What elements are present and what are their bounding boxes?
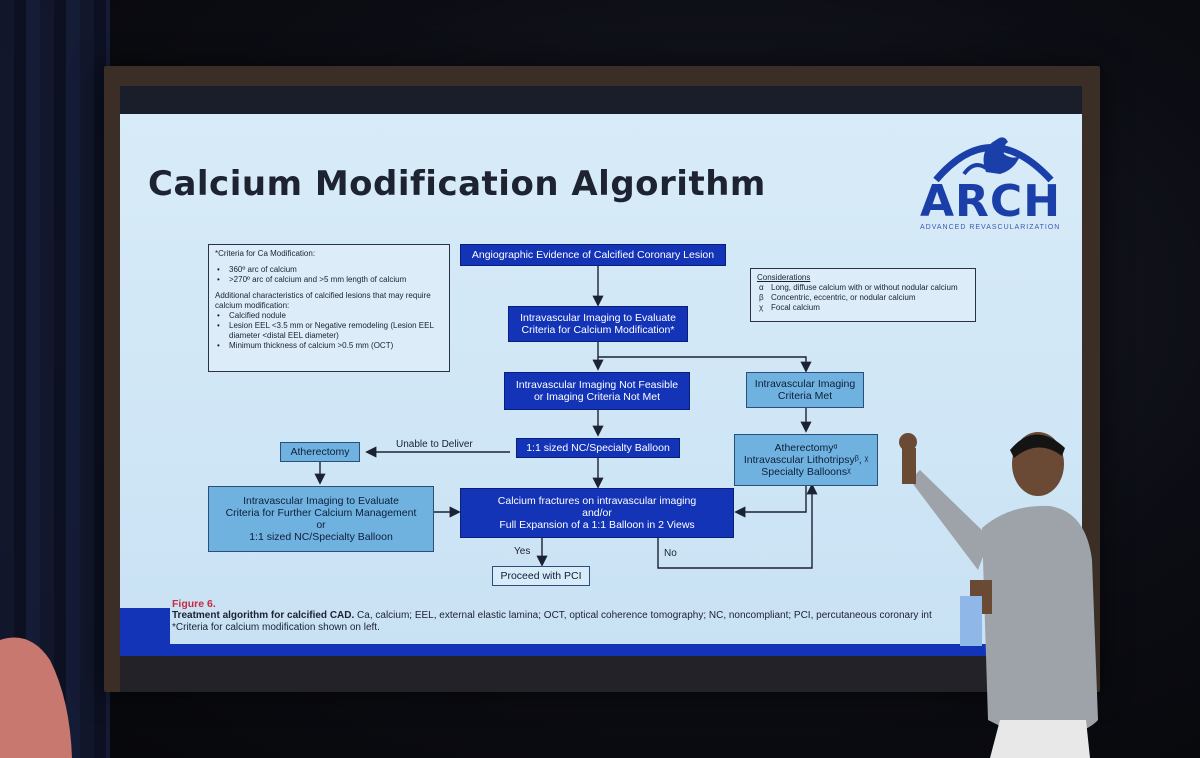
curtain <box>0 0 110 758</box>
further-management-box: Intravascular Imaging to Evaluate Criter… <box>208 486 434 552</box>
projected-slide: Calcium Modification Algorithm ARCH ADVA… <box>120 114 1082 656</box>
caption-footnote: *Criteria for calcium modification shown… <box>172 622 380 633</box>
proceed-pci-box: Proceed with PCI <box>492 566 590 586</box>
modification-options-box: Atherectomyᵅ Intravascular Lithotripsyᵝ,… <box>734 434 878 486</box>
flowchart-connectors <box>314 266 818 569</box>
unable-to-deliver-label: Unable to Deliver <box>396 439 473 450</box>
yes-label: Yes <box>514 546 531 557</box>
ivi-not-feasible-box: Intravascular Imaging Not Feasible or Im… <box>504 372 690 410</box>
balloon-box: 1:1 sized NC/Specialty Balloon <box>516 438 680 458</box>
slide-accent-band <box>120 608 170 648</box>
figure-caption: Figure 6. Treatment algorithm for calcif… <box>172 598 1042 634</box>
angio-evidence-box: Angiographic Evidence of Calcified Coron… <box>460 244 726 266</box>
atherectomy-box: Atherectomy <box>280 442 360 462</box>
criteria-bullet: •Minimum thickness of calcium >0.5 mm (O… <box>217 341 394 350</box>
logo-text: ARCH <box>920 176 1062 227</box>
screen-bottom-border <box>120 656 1082 692</box>
criteria-heading: *Criteria for Ca Modification: <box>215 249 316 258</box>
caption-title: Treatment algorithm for calcified CAD. <box>172 610 355 621</box>
audience-member <box>0 637 72 758</box>
slide-title: Calcium Modification Algorithm <box>148 164 766 204</box>
arch-logo-icon <box>933 137 1054 183</box>
criteria-additional: Additional characteristics of calcified … <box>215 291 431 310</box>
criteria-note: *Criteria for Ca Modification: •360º arc… <box>208 244 450 372</box>
screen-top-border <box>120 86 1082 114</box>
considerations-heading: Considerations <box>757 273 811 282</box>
logo-subtext: ADVANCED REVASCULARIZATION <box>920 224 1061 231</box>
criteria-bullet: •>270º arc of calcium and >5 mm length o… <box>217 275 407 284</box>
no-label: No <box>664 548 677 559</box>
figure-label: Figure 6. <box>172 598 216 610</box>
ivi-evaluate-box: Intravascular Imaging to Evaluate Criter… <box>508 306 688 342</box>
caption-text: Ca, calcium; EEL, external elastic lamin… <box>354 610 932 621</box>
ivi-criteria-met-box: Intravascular Imaging Criteria Met <box>746 372 864 408</box>
presenter-figure <box>899 432 1098 758</box>
criteria-bullet: •360º arc of calcium <box>217 265 297 274</box>
criteria-bullet: •Calcified nodule <box>217 311 286 320</box>
calcium-fractures-box: Calcium fractures on intravascular imagi… <box>460 488 734 538</box>
slide-bottom-band <box>120 644 1082 656</box>
criteria-bullet: •Lesion EEL <3.5 mm or Negative remodeli… <box>217 321 434 340</box>
